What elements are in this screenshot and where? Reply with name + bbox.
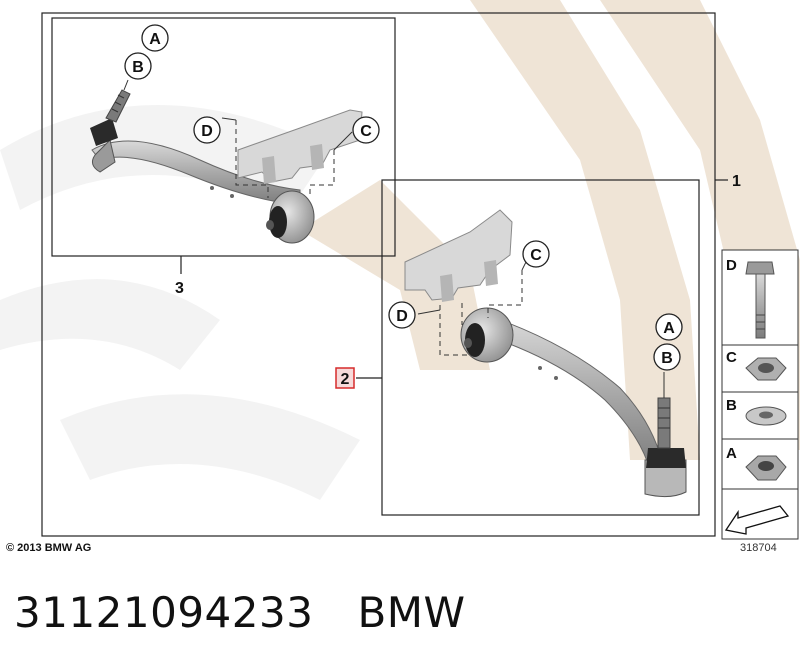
- footer-caption: 31121094233 BMW: [14, 588, 510, 637]
- part-number: 31121094233: [14, 588, 314, 637]
- callout-b-top: B: [124, 52, 152, 80]
- svg-text:A: A: [663, 320, 675, 337]
- washer-icon: [745, 406, 787, 426]
- brand-name: BMW: [357, 588, 466, 637]
- svg-text:D: D: [201, 123, 213, 140]
- hardware-side-panel: D C B A: [721, 249, 799, 540]
- panel-letter-d: D: [726, 257, 737, 274]
- position-1-label: 1: [732, 173, 741, 190]
- svg-text:C: C: [530, 247, 542, 264]
- inset-box-part-3: [51, 17, 396, 257]
- svg-text:B: B: [132, 59, 144, 76]
- control-arm-part-3: [90, 79, 363, 244]
- copyright-text: © 2013 BMW AG: [6, 542, 92, 554]
- control-arm-part-2: [404, 209, 687, 498]
- diagram-number: 318704: [740, 542, 777, 554]
- svg-text:2: 2: [341, 371, 350, 388]
- callout-d-right: D: [388, 301, 416, 329]
- panel-letter-b: B: [726, 397, 737, 414]
- position-3-label: 3: [175, 280, 184, 297]
- callout-a-top: A: [141, 24, 169, 52]
- watermark-logo: [0, 0, 800, 500]
- locknut-icon: [745, 357, 787, 381]
- direction-arrow-icon: [724, 505, 790, 535]
- inset-box-part-2: [381, 179, 700, 516]
- callout-a-right: A: [655, 313, 683, 341]
- bolt-icon: [745, 261, 775, 339]
- position-2-label-highlighted[interactable]: 2: [335, 367, 355, 389]
- svg-text:A: A: [149, 31, 161, 48]
- callout-d-top: D: [193, 116, 221, 144]
- panel-letter-a: A: [726, 445, 737, 462]
- callout-c-top: C: [352, 116, 380, 144]
- panel-letter-c: C: [726, 349, 737, 366]
- svg-text:C: C: [360, 123, 372, 140]
- main-frame: [41, 12, 716, 537]
- svg-text:B: B: [661, 350, 673, 367]
- callout-b-right: B: [653, 343, 681, 371]
- hex-nut-icon: [745, 455, 787, 481]
- svg-text:D: D: [396, 308, 408, 325]
- callout-c-right: C: [522, 240, 550, 268]
